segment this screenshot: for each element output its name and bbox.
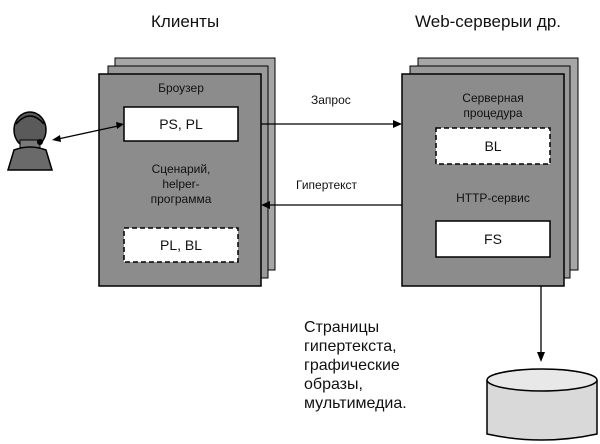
procedure-content-box bbox=[435, 127, 551, 165]
user-icon bbox=[6, 111, 54, 171]
script-content: PL, BL bbox=[159, 237, 203, 253]
database-icon bbox=[486, 368, 598, 441]
browser-content: PS, PL bbox=[159, 116, 203, 132]
procedure-label: Серверная процедура bbox=[462, 91, 524, 120]
request-arrow bbox=[261, 120, 402, 128]
pages-line-5: мультимедиа. bbox=[304, 395, 407, 412]
server-database-arrow bbox=[537, 286, 545, 362]
user-browser-arrow bbox=[52, 122, 124, 142]
clients-header: Клиенты bbox=[151, 12, 220, 31]
request-label: Запрос bbox=[311, 93, 351, 107]
pages-line-4: образы, bbox=[304, 376, 363, 393]
pages-description: Страницы гипертекста, графические образы… bbox=[304, 318, 407, 413]
http-content: FS bbox=[484, 231, 502, 247]
hypertext-label: Гипертекст bbox=[296, 178, 358, 192]
hypertext-arrow bbox=[261, 201, 402, 209]
pages-line-3: графические bbox=[304, 357, 400, 374]
script-content-box bbox=[123, 227, 239, 263]
script-label: Сценарий, helper-программа bbox=[150, 162, 212, 206]
pages-line-2: гипертекста, bbox=[304, 338, 397, 355]
servers-header: Web-серверыи др. bbox=[415, 12, 562, 31]
pages-line-1: Страницы bbox=[304, 319, 380, 336]
procedure-content: BL bbox=[484, 138, 502, 154]
browser-label: Броузер bbox=[158, 81, 204, 95]
browser-content-box bbox=[123, 106, 239, 142]
http-label: HTTP-сервис bbox=[456, 191, 530, 205]
http-content-box bbox=[435, 220, 551, 258]
